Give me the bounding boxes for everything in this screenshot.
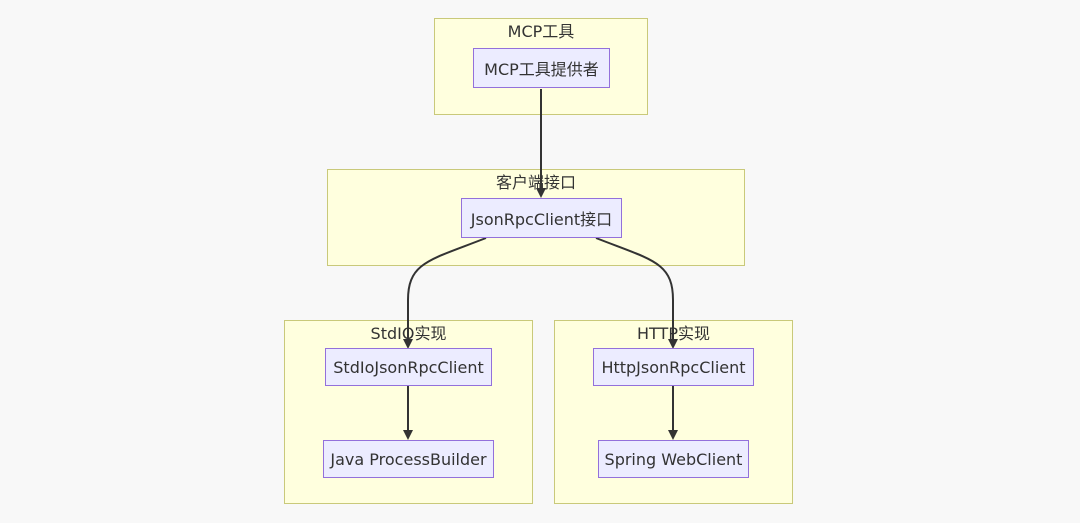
- cluster-client-interface: 客户端接口: [327, 169, 745, 266]
- node-http-json-rpc-client: HttpJsonRpcClient: [593, 348, 754, 386]
- node-stdio-json-rpc-client: StdIoJsonRpcClient: [325, 348, 492, 386]
- node-spring-web-client: Spring WebClient: [598, 440, 749, 478]
- node-java-process-builder: Java ProcessBuilder: [323, 440, 494, 478]
- node-label-json-rpc-client: JsonRpcClient接口: [470, 210, 613, 229]
- node-label-mcp-tool-provider: MCP工具提供者: [484, 60, 599, 79]
- node-mcp-tool-provider: MCP工具提供者: [473, 48, 610, 88]
- node-label-java-process-builder: Java ProcessBuilder: [330, 449, 487, 469]
- cluster-title-client-interface: 客户端接口: [495, 173, 576, 192]
- node-label-stdio-json-rpc-client: StdIoJsonRpcClient: [333, 357, 484, 377]
- edge-client-to-stdio: [403, 237, 487, 349]
- edge-client-to-http: [595, 237, 678, 349]
- node-label-http-json-rpc-client: HttpJsonRpcClient: [601, 357, 746, 377]
- node-label-spring-web-client: Spring WebClient: [604, 449, 743, 469]
- cluster-title-mcp-tools: MCP工具: [507, 22, 575, 41]
- node-json-rpc-client: JsonRpcClient接口: [461, 198, 622, 238]
